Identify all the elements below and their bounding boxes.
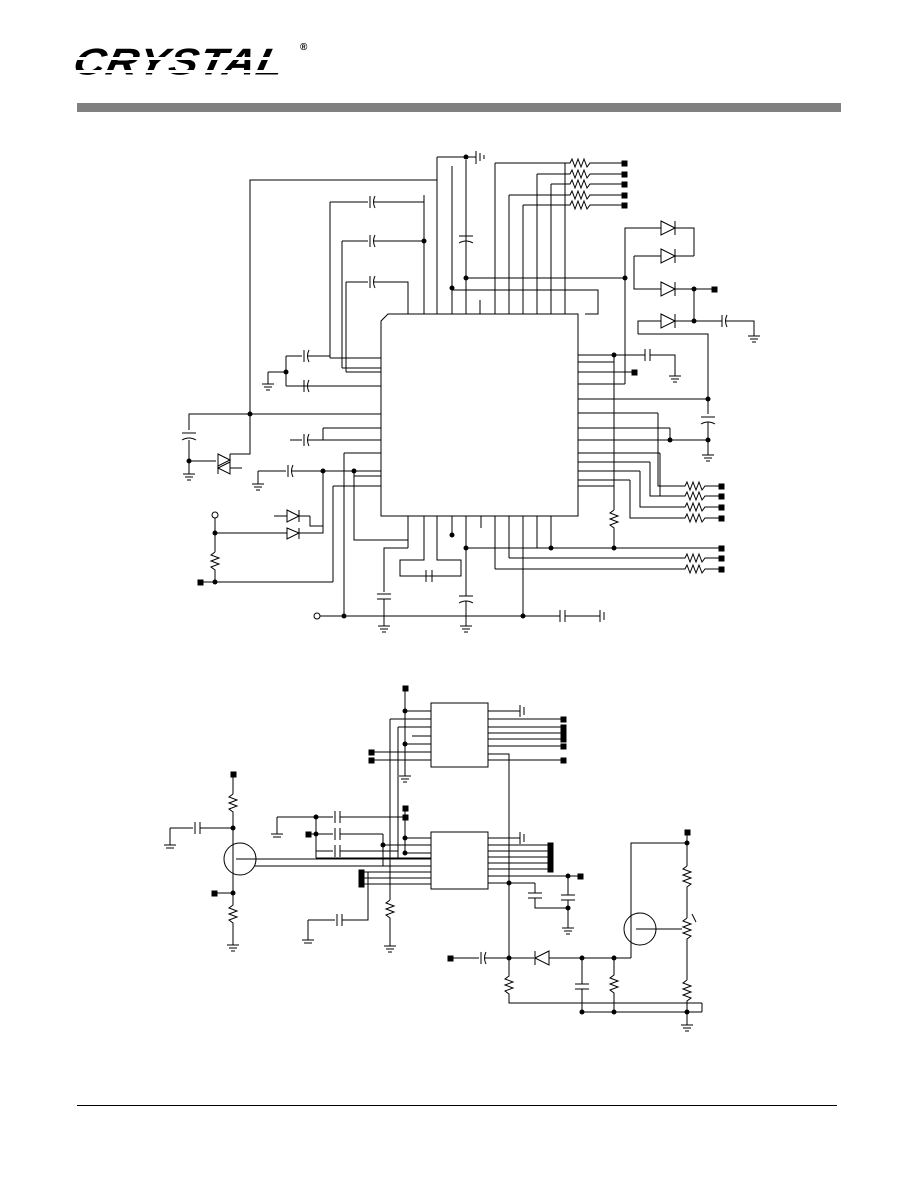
ic-body (380, 313, 579, 517)
header-bar (77, 103, 841, 112)
schematic-top (181, 151, 760, 633)
top-right-resistors (495, 157, 628, 211)
registered-mark: ® (300, 42, 308, 53)
ic-top-pins (386, 157, 599, 315)
schematic-bottom (164, 685, 703, 1032)
ic-lower (430, 831, 489, 890)
ic-left-pins (250, 357, 381, 487)
ic-upper (430, 702, 489, 768)
ic-right-pins (578, 354, 708, 487)
footer-rule (77, 1105, 837, 1106)
